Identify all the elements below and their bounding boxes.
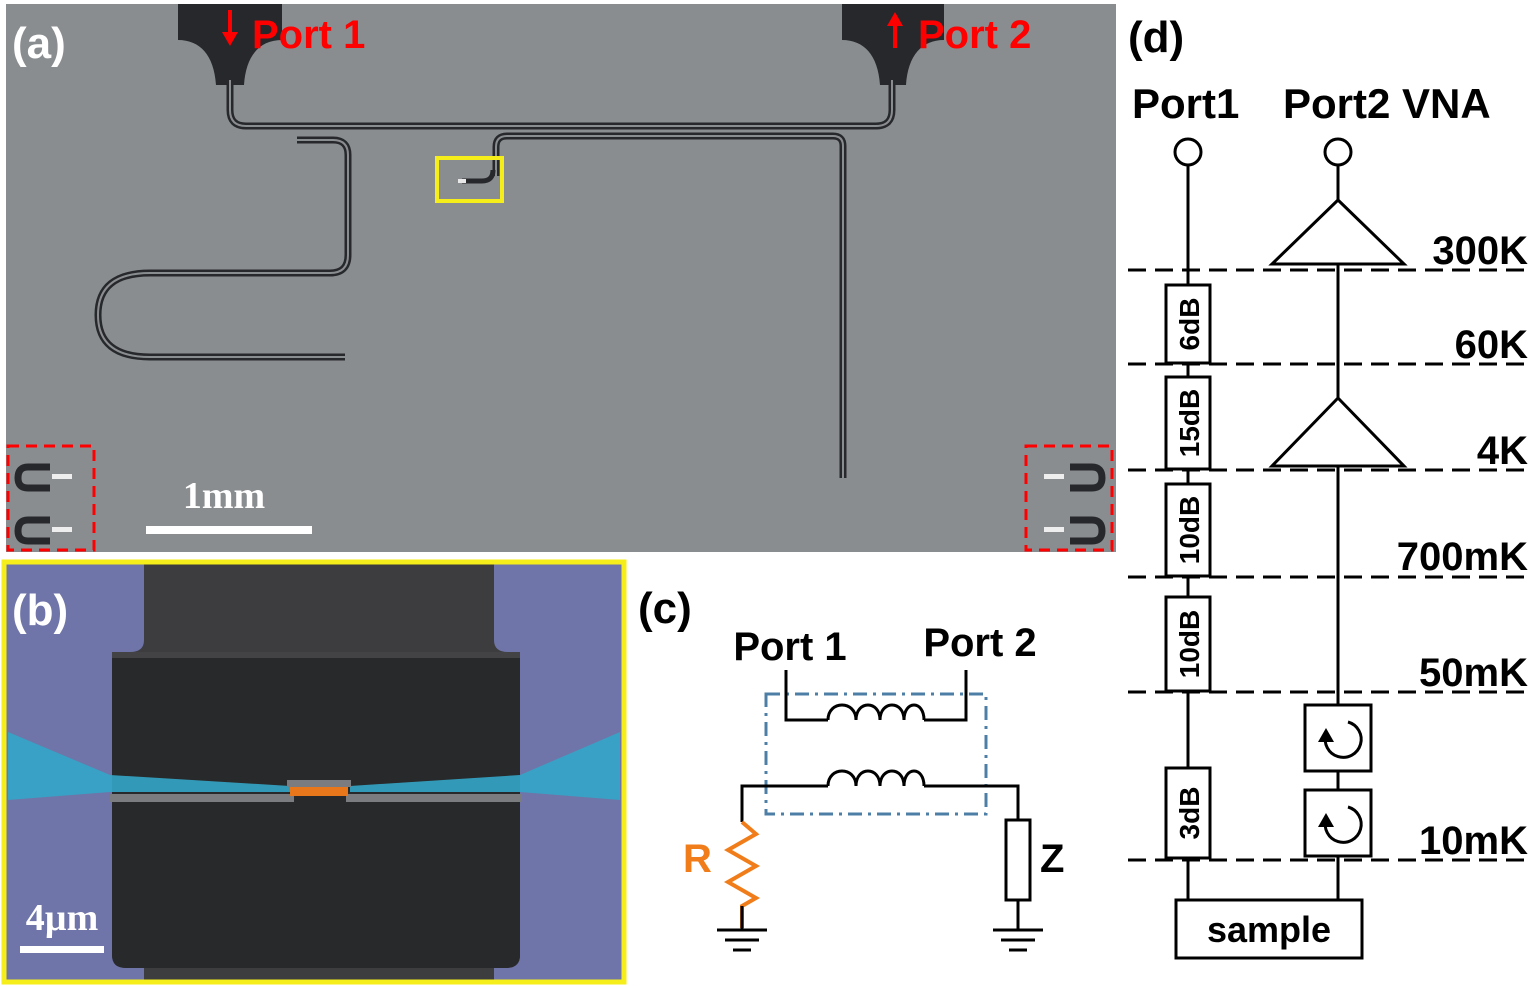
- panel-c-label: (c): [638, 584, 692, 633]
- attenuator-label: 6dB: [1174, 298, 1205, 351]
- port1-arrowhead-icon: [222, 32, 238, 46]
- panel-b-label: (b): [12, 586, 68, 635]
- port1-connector-icon: [1173, 137, 1203, 167]
- etch-edge: [112, 652, 520, 658]
- panel-a: Port 1 Port 2 (a) 1mm: [6, 4, 1116, 552]
- amplifier-300k-icon: [1268, 197, 1408, 266]
- left-electrode: [110, 794, 294, 802]
- long-resonator-inner: [495, 135, 844, 478]
- panel-b: (b) 4µm: [1, 559, 627, 985]
- impedance-icon: [1004, 818, 1032, 902]
- temp-label: 700mK: [1397, 535, 1528, 579]
- panel-a-label: (a): [12, 19, 66, 68]
- circulator-arrowhead-icon: [1318, 813, 1334, 827]
- sample-box: [1174, 898, 1364, 960]
- amplifier-4k-icon: [1268, 395, 1408, 468]
- dashed-box-right: [1024, 444, 1114, 552]
- port2-wire: [924, 670, 968, 722]
- scale-bar-a-label: 1mm: [183, 475, 265, 517]
- attenuator-label: 10dB: [1174, 496, 1205, 564]
- right-electrode: [346, 794, 522, 802]
- circulator: [1303, 703, 1373, 773]
- dashed-box-left: [6, 444, 96, 552]
- coupling-box: [764, 692, 988, 816]
- attenuator-box: [1164, 283, 1212, 365]
- temp-label: 10mK: [1419, 819, 1528, 863]
- upper-coil-icon: [826, 703, 926, 721]
- panel-d-label: (d): [1128, 13, 1184, 62]
- attenuator: 3dB: [1164, 766, 1212, 860]
- ground-icon: [717, 928, 767, 952]
- port2-arrowhead-icon: [887, 12, 903, 26]
- test-structures-right: [1024, 444, 1114, 552]
- resistor-icon: [723, 820, 761, 928]
- port1-wire: [784, 670, 828, 722]
- chip-substrate: [6, 4, 1116, 552]
- temp-label: 60K: [1455, 323, 1528, 367]
- test-junction: [52, 474, 72, 479]
- test-junction: [1044, 474, 1064, 479]
- scale-bar-b-label: 4µm: [26, 897, 99, 939]
- meander-resonator-inner: [96, 139, 349, 358]
- attenuator-box: [1164, 482, 1212, 578]
- temp-label: 300K: [1432, 229, 1528, 273]
- sample-label: sample: [1207, 909, 1331, 950]
- circulator-arrow-icon: [1323, 720, 1363, 759]
- junction-lead: [462, 169, 496, 184]
- right-wire: [924, 784, 1020, 820]
- circulator-arrowhead-icon: [1318, 728, 1334, 742]
- left-wire: [740, 784, 828, 822]
- junction-dot: [458, 179, 466, 183]
- test-junction: [1044, 527, 1064, 532]
- test-junction: [52, 527, 72, 532]
- chain-port2-label: Port2 VNA: [1283, 80, 1491, 127]
- lower-coil-icon: [826, 769, 926, 787]
- test-structures-left: [6, 444, 96, 552]
- zoom-box: [435, 156, 504, 203]
- panel-b-frame: [1, 559, 627, 985]
- circulator: [1303, 788, 1373, 858]
- resistor-label: R: [683, 837, 712, 881]
- panel-d: (d) Port1 Port2 VNA 300K 60K 4K 700mK 50…: [1128, 13, 1530, 960]
- test-resonator: [1070, 463, 1106, 492]
- etched-region: [112, 652, 520, 968]
- attenuator: 10dB: [1164, 482, 1212, 578]
- circulator-arrow-icon: [1323, 805, 1363, 844]
- port2-label: Port 2: [918, 13, 1031, 57]
- circuit-port2-label: Port 2: [923, 621, 1036, 665]
- scale-bar-a: [146, 526, 312, 534]
- circuit-port1-label: Port 1: [733, 625, 846, 669]
- attenuator-box: [1164, 766, 1212, 860]
- attenuator: 6dB: [1164, 283, 1212, 365]
- attenuator-label: 10dB: [1174, 610, 1205, 678]
- junction: [290, 787, 348, 796]
- ground-icon: [993, 928, 1043, 952]
- chain-port1-label: Port1: [1132, 80, 1239, 127]
- test-resonator: [14, 463, 50, 492]
- temp-label: 4K: [1477, 429, 1528, 473]
- attenuator-label: 3dB: [1174, 787, 1205, 840]
- feedline-inner: [229, 80, 893, 127]
- attenuator-box: [1164, 375, 1212, 471]
- test-resonator: [14, 516, 50, 545]
- junction-top: [287, 780, 351, 787]
- attenuator: 10dB: [1164, 595, 1212, 693]
- test-resonator: [1070, 516, 1106, 545]
- temp-label: 50mK: [1419, 651, 1528, 695]
- port1-label: Port 1: [252, 13, 365, 57]
- impedance-label: Z: [1040, 837, 1064, 881]
- attenuator: 15dB: [1164, 375, 1212, 471]
- attenuator-label: 15dB: [1174, 389, 1205, 457]
- left-lead: [8, 732, 290, 800]
- attenuator-box: [1164, 595, 1212, 693]
- port2-connector-icon: [1323, 137, 1353, 167]
- right-lead: [350, 732, 620, 800]
- panel-c: (c) Port 1 Port 2 R Z: [638, 584, 1064, 952]
- scale-bar-b: [20, 946, 104, 953]
